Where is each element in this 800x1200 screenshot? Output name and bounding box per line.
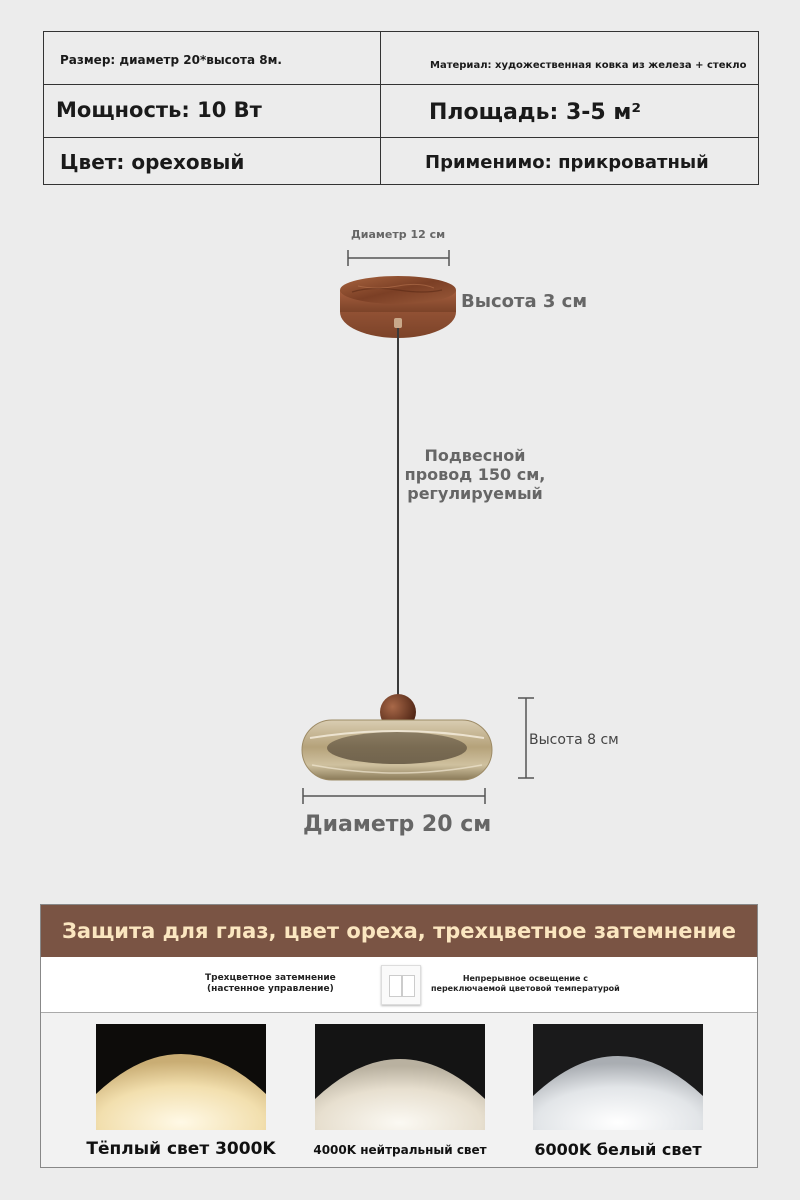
spec-material: Материал: художественная ковка из железа… xyxy=(430,60,747,71)
neutral-light-swatch xyxy=(315,1024,485,1130)
spec-area: Площадь: 3-5 м² xyxy=(429,100,641,125)
canopy-diameter-label: Диаметр 12 см xyxy=(351,228,446,241)
cable-label-line2: провод 150 см, xyxy=(404,465,546,484)
spec-color: Цвет: ореховый xyxy=(60,150,245,174)
dimming-note: Трехцветное затемнение (настенное управл… xyxy=(205,973,336,995)
shade-height-dimension xyxy=(518,697,534,779)
spec-size: Размер: диаметр 20*высота 8м. xyxy=(60,53,282,67)
warm-light-swatch xyxy=(96,1024,266,1130)
continuous-note-line2: переключаемой цветовой температурой xyxy=(431,984,620,993)
glass-shade xyxy=(301,719,493,781)
spec-power: Мощность: 10 Вт xyxy=(56,98,262,122)
canopy-height-label: Высота 3 см xyxy=(461,291,588,312)
lamp-diagram xyxy=(301,250,534,804)
shade-diameter-label: Диаметр 20 см xyxy=(303,812,492,837)
shade-diameter-dimension xyxy=(302,788,486,804)
wall-switch-icon xyxy=(381,965,421,1005)
canopy-diameter-dimension xyxy=(347,250,450,266)
white-light-swatch xyxy=(533,1024,703,1130)
white-light-label: 6000K белый свет xyxy=(534,1140,702,1159)
shade-height-label: Высота 8 см xyxy=(529,732,619,748)
warm-light-label: Тёплый свет 3000K xyxy=(86,1139,276,1159)
canopy xyxy=(340,276,456,338)
feature-panel: Защита для глаз, цвет ореха, трехцветное… xyxy=(40,904,758,1168)
neutral-light-label: 4000K нейтральный свет xyxy=(313,1143,487,1157)
spec-applicable: Применимо: прикроватный xyxy=(425,152,709,173)
cable-label-line3: регулируемый xyxy=(407,484,543,503)
dimming-note-line1: Трехцветное затемнение xyxy=(205,973,336,983)
dimming-note-line2: (настенное управление) xyxy=(207,984,334,994)
cable-label-line1: Подвесной xyxy=(424,446,526,465)
continuous-note-line1: Непрерывное освещение с xyxy=(462,974,588,983)
continuous-note: Непрерывное освещение с переключаемой цв… xyxy=(431,974,620,994)
cable-label: Подвесной провод 150 см, регулируемый xyxy=(404,446,546,503)
panel-title: Защита для глаз, цвет ореха, трехцветное… xyxy=(41,905,757,957)
spec-table: Размер: диаметр 20*высота 8м. Материал: … xyxy=(43,31,759,185)
switch-info-row: Трехцветное затемнение (настенное управл… xyxy=(41,957,757,1013)
